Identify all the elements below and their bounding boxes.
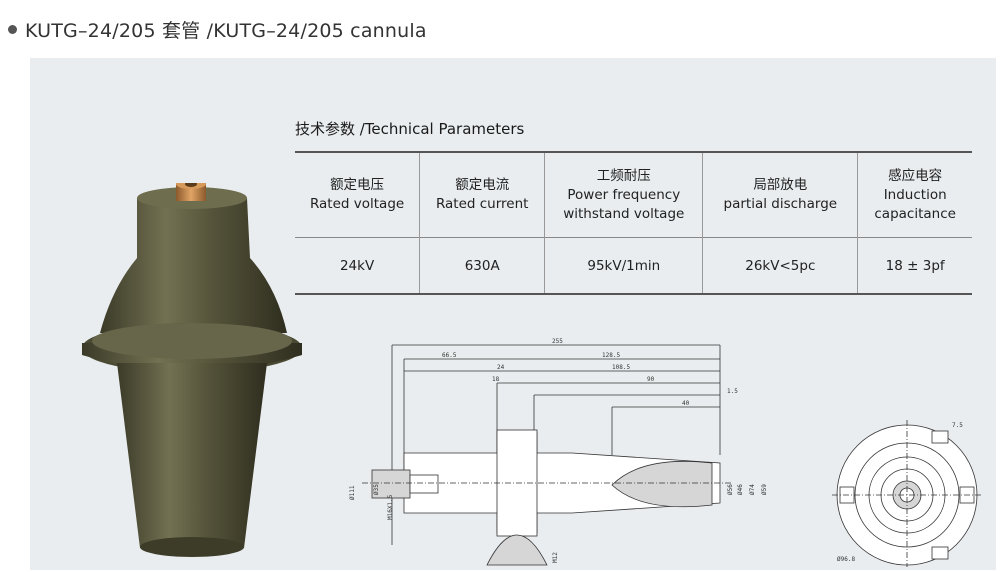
bullet-icon [8,24,17,34]
page-title-row: KUTG–24/205 套管 /KUTG–24/205 cannula [8,14,427,44]
table-row: 24kV 630A 95kV/1min 26kV<5pc 18 ± 3pf [295,237,972,294]
table-cell: 26kV<5pc [702,237,858,294]
dim-7-5: 7.5 [952,422,963,429]
dim-phi74: Ø74 [749,484,756,495]
table-cell: 630A [419,237,545,294]
dim-128-5: 128.5 [602,352,620,359]
dim-phi96-8: Ø96.8 [837,556,855,563]
dim-40: 40 [682,400,690,407]
specs-heading: 技术参数 /Technical Parameters [295,120,525,138]
table-cell: 18 ± 3pf [857,237,972,294]
product-photo [82,183,302,557]
page-title: KUTG–24/205 套管 /KUTG–24/205 cannula [25,19,427,42]
dim-18: 18 [492,376,500,383]
technical-drawing: 255 66.5 128.5 24 108.5 18 90 1.5 40 Ø11… [349,338,982,567]
dim-m12: M12 [552,552,559,563]
dim-90: 90 [647,376,655,383]
dim-phi111: Ø111 [349,485,356,500]
dim-255: 255 [552,338,563,345]
dim-m16: M16X1.5 [387,494,394,520]
dim-66-5: 66.5 [442,352,457,359]
dim-phi59: Ø59 [761,484,768,495]
dim-1-5: 1.5 [727,388,738,395]
dim-108-5: 108.5 [612,364,630,371]
dim-phi35: Ø35 [373,484,380,495]
dim-24: 24 [497,364,505,371]
dim-phi56: Ø56 [727,484,734,495]
table-cell: 95kV/1min [544,237,703,294]
dim-phi46: Ø46 [737,484,744,495]
table-cell: 24kV [339,257,375,274]
